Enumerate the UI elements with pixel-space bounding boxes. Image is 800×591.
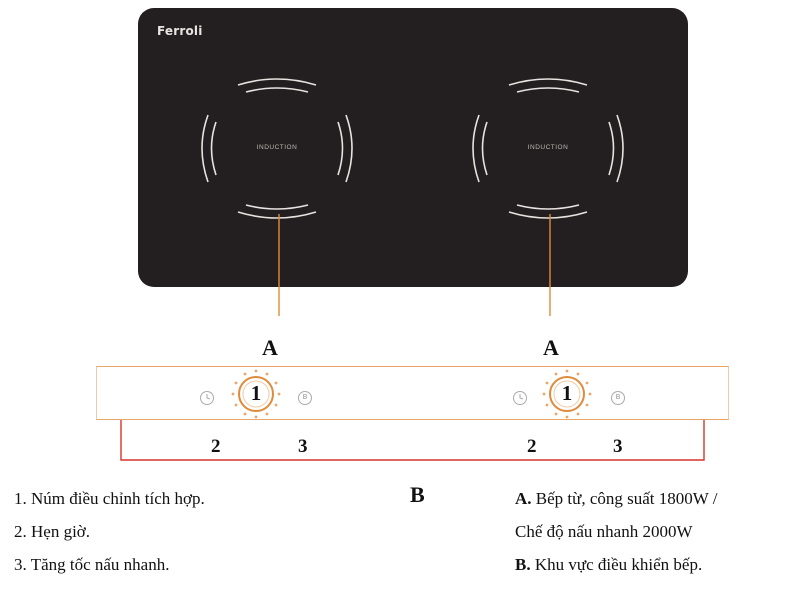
label-boost-left: 3 (298, 436, 308, 457)
legend-key-a: A. (515, 489, 532, 508)
legend-item-b: B. Khu vực điều khiển bếp. (515, 548, 718, 581)
label-timer-left: 2 (211, 436, 221, 457)
legend-left: 1. Núm điều chỉnh tích hợp. 2. Hẹn giờ. … (14, 482, 205, 581)
label-boost-right: 3 (613, 436, 623, 457)
control-panel (96, 366, 729, 420)
legend-item: 3. Tăng tốc nấu nhanh. (14, 555, 170, 574)
legend-key-b: B. (515, 555, 531, 574)
label-timer-right: 2 (527, 436, 537, 457)
legend-item: 1. Núm điều chỉnh tích hợp. (14, 489, 205, 508)
right-cooking-zone (472, 78, 624, 219)
legend-item: 2. Hẹn giờ. (14, 522, 91, 541)
boost-icon-label: B (615, 393, 621, 401)
knob-number-left: 1 (250, 381, 262, 405)
knob-number-right: 1 (561, 381, 573, 405)
cooktop-surface (138, 8, 688, 287)
boost-icon (611, 391, 625, 405)
label-b: B (410, 482, 425, 507)
knob-dial-icon (231, 369, 281, 419)
boost-icon-label: B (302, 393, 308, 401)
legend-item-a: A. Bếp từ, công suất 1800W / (515, 482, 718, 515)
brand-logo: Ferroli (157, 24, 203, 38)
knob-dial-icon (542, 369, 592, 419)
left-cooking-zone (201, 78, 353, 219)
right-zone-label: INDUCTION (527, 144, 569, 151)
clock-icon (513, 391, 527, 405)
control-area-bracket (120, 420, 705, 461)
legend-item-a-cont: Chế độ nấu nhanh 2000W (515, 522, 693, 541)
boost-icon (298, 391, 312, 405)
label-a-left: A (262, 335, 278, 360)
legend-text-b: Khu vực điều khiển bếp. (530, 555, 703, 574)
legend-text-a: Bếp từ, công suất 1800W / (531, 489, 718, 508)
clock-icon (200, 391, 214, 405)
legend-right: A. Bếp từ, công suất 1800W / Chế độ nấu … (515, 482, 718, 581)
label-a-right: A (543, 335, 559, 360)
left-zone-label: INDUCTION (256, 144, 298, 151)
